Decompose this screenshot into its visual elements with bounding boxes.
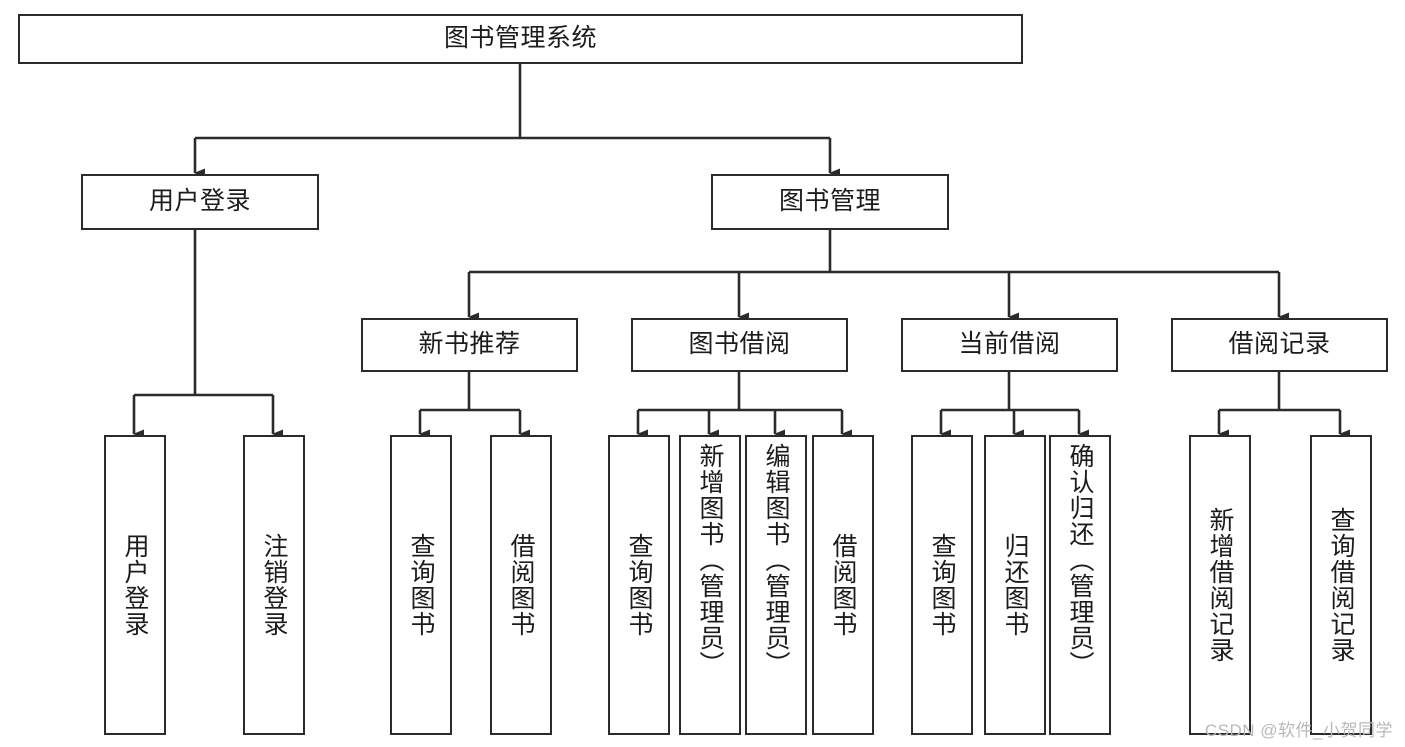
node-leaf-confirm-return[interactable]: 确认归还（管理员） (1049, 435, 1111, 735)
node-leaf-edit-book[interactable]: 编辑图书（管理员） (745, 435, 807, 735)
node-label: 注销登录 (260, 533, 288, 637)
node-label: 图书管理 (778, 187, 881, 216)
node-leaf-query-book-2[interactable]: 查询图书 (608, 435, 670, 735)
node-label: 新书推荐 (418, 330, 521, 359)
node-label: 查询图书 (625, 533, 653, 637)
node-new-book-recommend[interactable]: 新书推荐 (361, 318, 578, 372)
node-leaf-add-book[interactable]: 新增图书（管理员） (679, 435, 741, 735)
node-leaf-query-book-3[interactable]: 查询图书 (911, 435, 973, 735)
node-label: 编辑图书（管理员） (762, 443, 790, 677)
node-label: 查询图书 (407, 533, 435, 637)
node-label: 查询图书 (928, 533, 956, 637)
node-label: 图书管理系统 (443, 24, 597, 53)
node-label: 用户登录 (121, 533, 149, 637)
node-label: 确认归还（管理员） (1066, 443, 1094, 677)
node-leaf-borrow-book-2[interactable]: 借阅图书 (812, 435, 874, 735)
node-book-manage[interactable]: 图书管理 (711, 174, 949, 230)
node-label: 借阅图书 (829, 533, 857, 637)
node-label: 图书借阅 (688, 330, 791, 359)
node-label: 用户登录 (148, 187, 251, 216)
node-leaf-query-book-1[interactable]: 查询图书 (390, 435, 452, 735)
node-label: 归还图书 (1001, 533, 1029, 637)
node-user-login[interactable]: 用户登录 (81, 174, 319, 230)
node-leaf-return-book[interactable]: 归还图书 (984, 435, 1046, 735)
node-book-borrow[interactable]: 图书借阅 (631, 318, 848, 372)
node-borrow-record[interactable]: 借阅记录 (1171, 318, 1388, 372)
node-label: 借阅图书 (507, 533, 535, 637)
node-label: 新增图书（管理员） (696, 443, 724, 677)
node-label: 当前借阅 (958, 330, 1061, 359)
node-label: 借阅记录 (1228, 330, 1331, 359)
node-root-system[interactable]: 图书管理系统 (18, 14, 1023, 64)
node-leaf-user-logout[interactable]: 注销登录 (243, 435, 305, 735)
node-leaf-query-record[interactable]: 查询借阅记录 (1310, 435, 1372, 735)
node-leaf-borrow-book-1[interactable]: 借阅图书 (490, 435, 552, 735)
node-leaf-add-record[interactable]: 新增借阅记录 (1189, 435, 1251, 735)
node-label: 查询借阅记录 (1327, 507, 1355, 663)
node-leaf-user-login[interactable]: 用户登录 (104, 435, 166, 735)
node-current-borrow[interactable]: 当前借阅 (901, 318, 1118, 372)
node-label: 新增借阅记录 (1206, 507, 1234, 663)
